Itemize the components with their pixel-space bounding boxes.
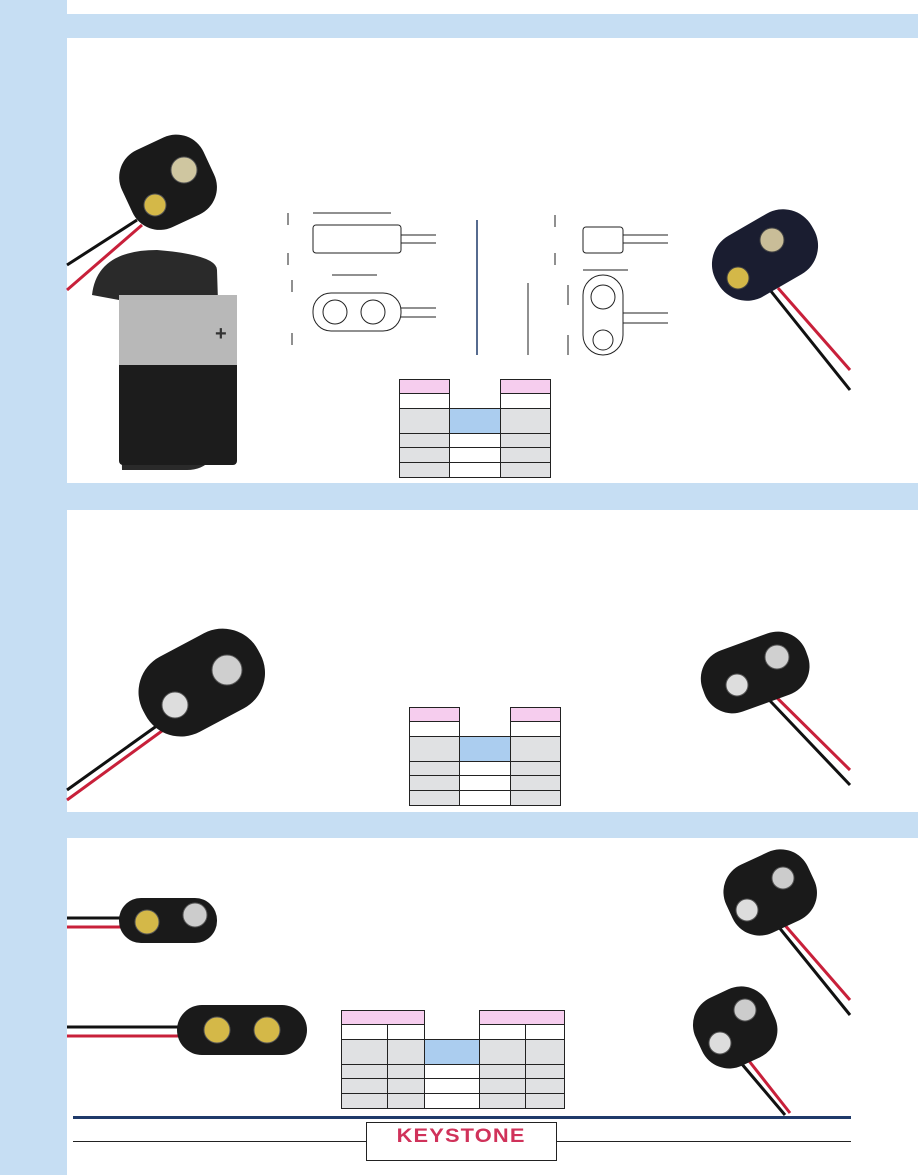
product-photo-snap-large (66, 628, 266, 802)
spec-table-3 (341, 1010, 565, 1109)
product-photo-snap-flat-1 (67, 898, 217, 943)
section-header-band-2 (67, 483, 918, 510)
product-photo-snap-side (700, 631, 852, 787)
product-photo-snap-vertical (711, 209, 852, 391)
spec-table-2 (408, 707, 562, 806)
section-header-band-3 (67, 812, 918, 838)
technical-drawing (287, 212, 668, 356)
keystone-logo: KEYSTONE (366, 1122, 557, 1161)
product-photo-snap-tall (723, 849, 852, 1016)
spec-table-1 (398, 379, 552, 478)
product-photo-snap-bottom (692, 986, 792, 1116)
product-photo-snap-flat-2 (67, 1005, 307, 1055)
plus-polarity-label: + (215, 323, 227, 345)
product-photo-snap-on-battery: + (66, 134, 237, 470)
left-sidebar (0, 0, 67, 1175)
footer-rule (73, 1116, 851, 1119)
logo-text: KEYSTONE (396, 1126, 527, 1147)
section-header-band-1 (67, 14, 918, 38)
